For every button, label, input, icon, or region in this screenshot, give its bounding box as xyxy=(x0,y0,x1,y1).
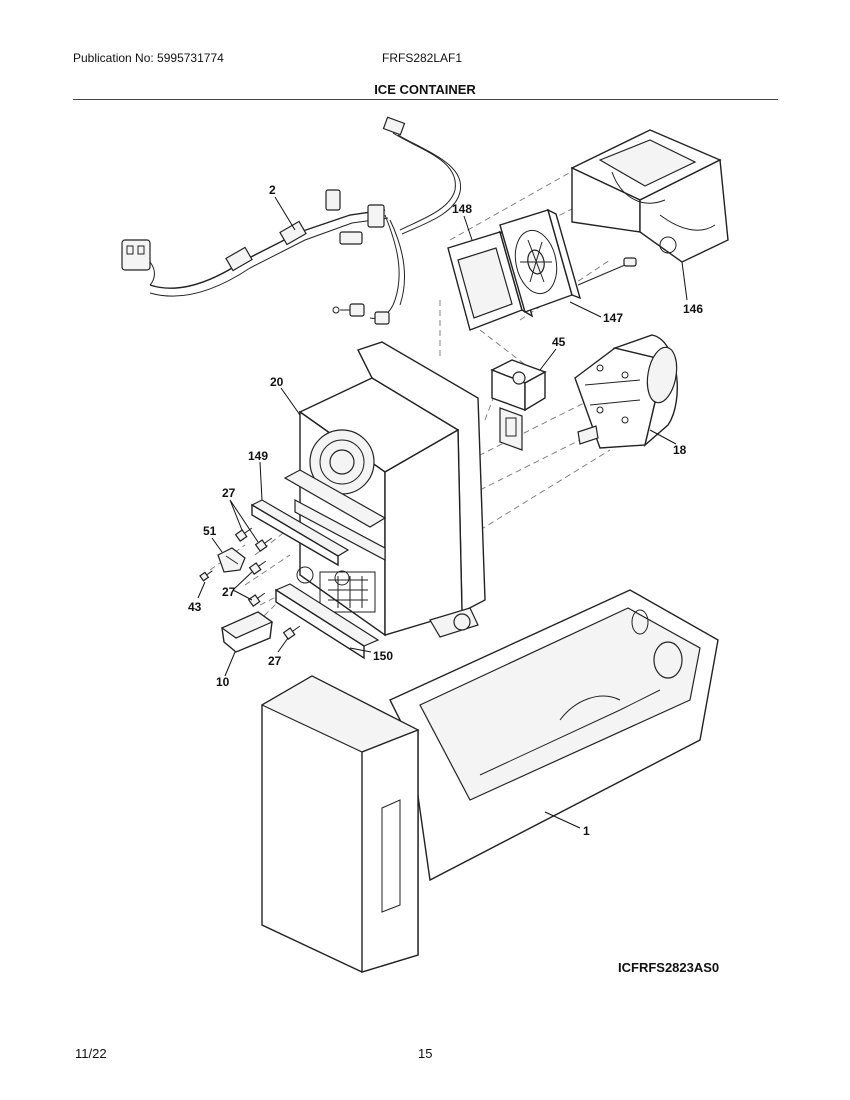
part-149-strip xyxy=(250,499,350,567)
page-title: ICE CONTAINER xyxy=(374,82,476,97)
part-150-gasket xyxy=(274,583,380,660)
callout-150: 150 xyxy=(373,649,393,663)
part-43-screw xyxy=(199,570,213,582)
part-146-fan-housing xyxy=(570,129,729,263)
callout-20: 20 xyxy=(270,375,284,389)
callout-146: 146 xyxy=(683,302,703,316)
part-20-container-housing xyxy=(283,341,486,638)
callout-51: 51 xyxy=(203,524,217,538)
part-45-solenoid xyxy=(490,359,547,451)
part-1-ice-bucket xyxy=(260,589,719,973)
callout-labels: 2 148 146 147 45 20 18 149 27 51 43 27 2… xyxy=(188,183,703,838)
callout-148: 148 xyxy=(452,202,472,216)
callout-149: 149 xyxy=(248,449,268,463)
part-147-fan xyxy=(499,208,637,313)
publication-number: Publication No: 5995731774 xyxy=(73,51,224,65)
part-2-wire-harness xyxy=(121,116,462,325)
callout-43: 43 xyxy=(188,600,202,614)
callout-27-lower: 27 xyxy=(268,654,282,668)
part-27-screws xyxy=(234,527,301,640)
part-18-auger-motor xyxy=(574,334,678,449)
callout-147: 147 xyxy=(603,311,623,325)
callout-1: 1 xyxy=(583,824,590,838)
model-number: FRFS282LAF1 xyxy=(382,51,463,65)
callout-27-upper: 27 xyxy=(222,486,236,500)
page-number: 15 xyxy=(418,1046,433,1061)
illustration-code: ICFRFS2823AS0 xyxy=(618,960,720,975)
callout-27-middle: 27 xyxy=(222,585,236,599)
callout-18: 18 xyxy=(673,443,687,457)
header-rule xyxy=(73,99,778,100)
leader-lines xyxy=(197,196,688,829)
part-10-cap xyxy=(220,611,274,653)
callout-2: 2 xyxy=(269,183,276,197)
part-51-clip xyxy=(217,547,246,573)
callout-45: 45 xyxy=(552,335,566,349)
callout-10: 10 xyxy=(216,675,230,689)
footer-date: 11/22 xyxy=(75,1046,107,1061)
